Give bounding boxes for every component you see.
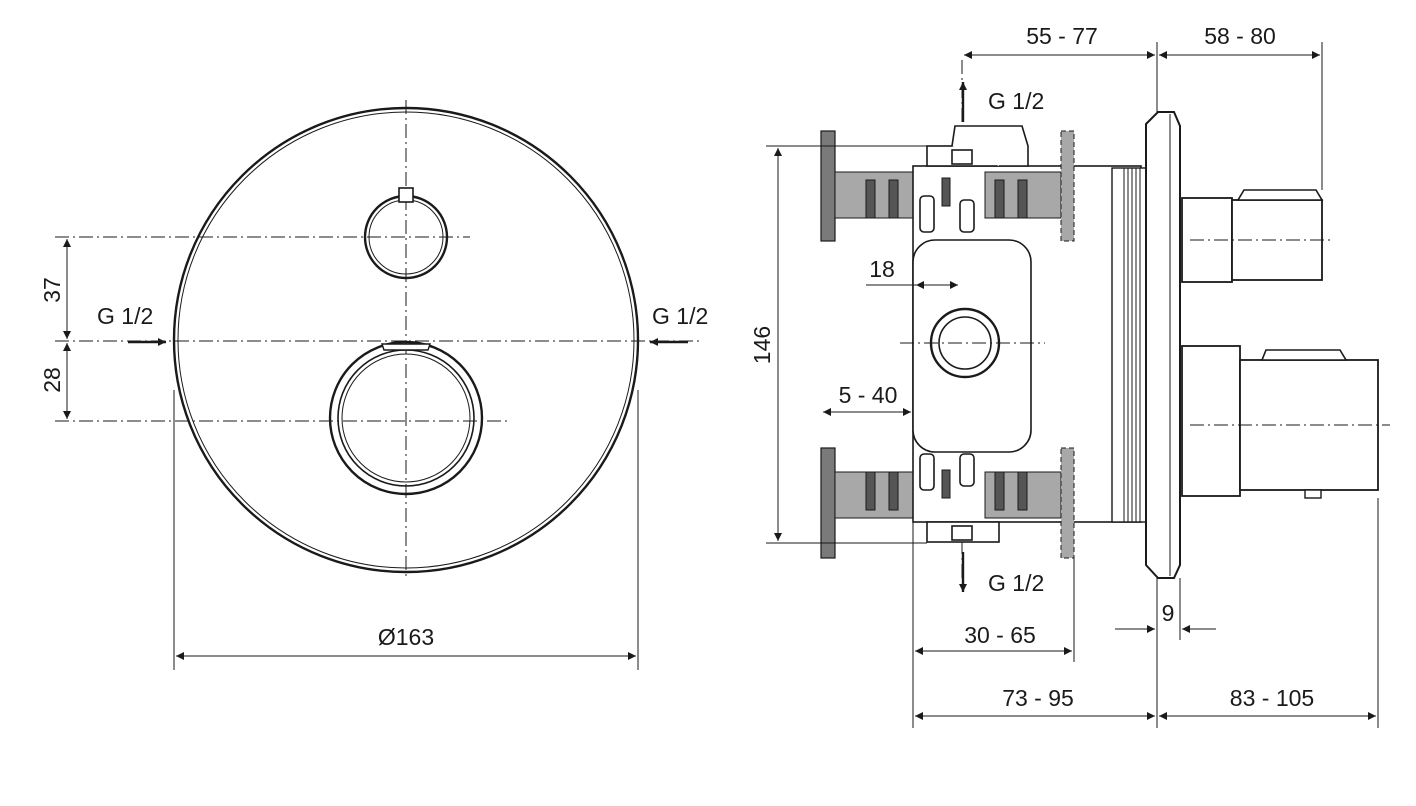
dim-58-80-label: 58 - 80	[1204, 23, 1276, 49]
thermostat-spindle	[1181, 345, 1241, 497]
thermostat-knob-tab	[381, 343, 431, 351]
diameter-label: Ø163	[378, 624, 434, 650]
thermostat-handle-top	[1260, 349, 1348, 361]
dim-30-65-label: 30 - 65	[964, 622, 1036, 648]
body-slot-bot-3	[959, 453, 975, 487]
inlet-right-label: G 1/2	[652, 303, 708, 329]
side-view: G 1/2 G 1/2 55 - 77 58 - 80 146 18 5 - 4…	[749, 23, 1390, 728]
dim-18-label: 18	[869, 256, 895, 282]
left-rod-top-slot2	[888, 179, 899, 219]
outlet-top-label: G 1/2	[988, 88, 1044, 114]
inlet-left-label: G 1/2	[97, 303, 153, 329]
body-slot-bot-1	[919, 453, 935, 491]
left-plate-top	[820, 130, 836, 242]
thermostat-button	[1304, 489, 1322, 499]
left-rod-top-slot1	[865, 179, 876, 219]
body-slot-bot-2	[941, 469, 951, 499]
body-slot-top-1	[919, 195, 935, 233]
thermostat-handle	[1239, 359, 1379, 491]
right-rod-top-slot1	[994, 179, 1005, 219]
body-slot-top-3	[959, 199, 975, 233]
right-rod-bottom-slot2	[1017, 471, 1028, 511]
left-rod-bottom-slot1	[865, 471, 876, 511]
right-rod-bottom-slot1	[994, 471, 1005, 511]
outlet-bottom-label: G 1/2	[988, 570, 1044, 596]
front-view: 37 28 G 1/2 G 1/2 Ø163	[39, 100, 708, 670]
body-slot-top-2	[941, 177, 951, 207]
diverter-knob-notch	[398, 187, 414, 203]
diverter-handle-top	[1236, 189, 1324, 201]
dim-5-40-label: 5 - 40	[839, 382, 898, 408]
left-plate-bottom	[820, 447, 836, 559]
thermostat-knob-outer	[328, 340, 484, 496]
valve-body-window	[912, 239, 1032, 453]
dim-55-77-label: 55 - 77	[1026, 23, 1098, 49]
dim-146-label: 146	[749, 326, 775, 364]
threaded-section	[1111, 167, 1147, 523]
right-rod-top-slot2	[1017, 179, 1028, 219]
left-rod-bottom-slot2	[888, 471, 899, 511]
top-nut	[951, 125, 1029, 167]
dim-37-label: 37	[39, 277, 65, 303]
dim-83-105-label: 83 - 105	[1230, 685, 1314, 711]
right-plate-bottom	[1060, 447, 1075, 559]
bottom-nut-cap	[951, 525, 973, 541]
dim-73-95-label: 73 - 95	[1002, 685, 1074, 711]
top-nut-cap	[951, 149, 973, 165]
cover-plate-side	[1145, 111, 1181, 579]
dim-28-label: 28	[39, 367, 65, 393]
dim-9-label: 9	[1162, 600, 1175, 626]
thermostat-knob-inner	[341, 353, 471, 483]
right-plate-top	[1060, 130, 1075, 242]
